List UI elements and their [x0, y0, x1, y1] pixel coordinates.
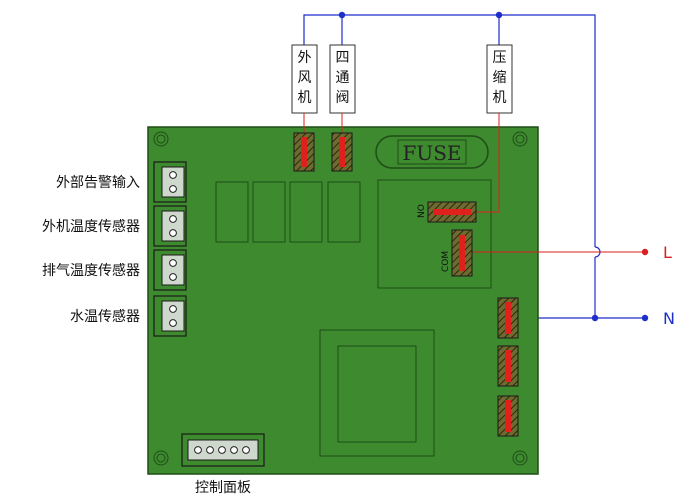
exhaust-temp-sensor-label: 排气温度传感器 — [42, 262, 140, 279]
outdoor-temp-sensor-label: 外机温度传感器 — [42, 218, 140, 235]
fuse-label: FUSE — [402, 141, 461, 165]
wire-junctions — [338, 11, 649, 322]
terminal-right-3 — [497, 395, 519, 437]
relay-com-label: COM — [441, 251, 451, 272]
terminal-four-way-valve — [331, 113, 353, 172]
mounting-holes — [153, 131, 528, 466]
connector-exhaust-temp — [153, 249, 187, 291]
connector-water-temp — [153, 295, 187, 337]
neutral-wiring — [303, 14, 645, 319]
connector-outdoor-temp — [153, 205, 187, 247]
relay-no-label: NO — [417, 204, 427, 218]
four-way-valve-label: 四通阀 — [336, 50, 350, 106]
main-relay-outline — [377, 179, 492, 289]
connector-control-panel — [181, 433, 265, 467]
pcb-board: FUSE — [147, 126, 539, 475]
water-temp-sensor-label: 水温传感器 — [70, 308, 140, 325]
terminal-com: COM — [441, 229, 649, 277]
terminal-right-2 — [497, 345, 519, 387]
relay-blocks — [215, 181, 361, 243]
live-label: L — [663, 243, 672, 262]
transformer — [319, 329, 435, 457]
terminal-outdoor-fan — [293, 113, 315, 172]
compressor-label: 压缩机 — [493, 50, 507, 106]
connector-external-alarm — [153, 161, 187, 203]
terminal-no: NO — [417, 113, 500, 223]
outdoor-fan-label: 外风机 — [298, 50, 312, 106]
control-panel-label: 控制面板 — [195, 480, 251, 496]
terminal-right-1 — [497, 297, 519, 339]
neutral-label: N — [663, 309, 675, 328]
fuse: FUSE — [375, 135, 489, 169]
four-way-valve-box: 四通阀 — [329, 44, 356, 114]
compressor-box: 压缩机 — [486, 44, 513, 114]
external-alarm-label: 外部告警输入 — [56, 175, 140, 191]
outdoor-fan-box: 外风机 — [291, 44, 318, 114]
